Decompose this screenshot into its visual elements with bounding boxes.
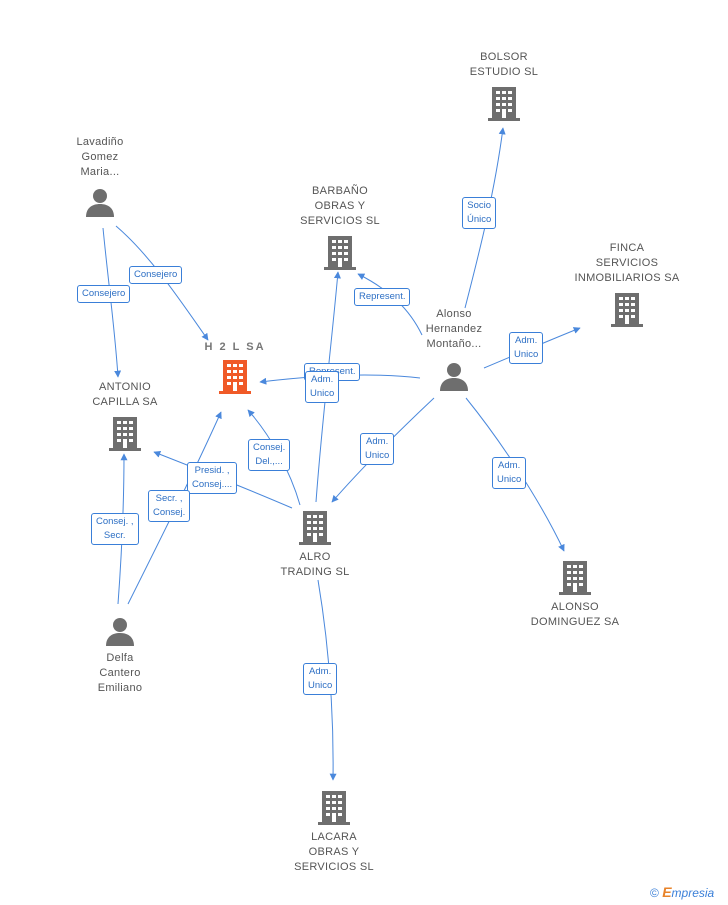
building-icon [299,511,331,545]
node-alro[interactable]: ALRO TRADING SL [270,510,360,580]
node-label: BARBAÑO OBRAS Y SERVICIOS SL [300,185,380,227]
edge-label-consejero[interactable]: Consejero [129,266,183,284]
edge-label-adm-unico[interactable]: Adm. Unico [303,663,338,695]
edge-label-adm-unico[interactable]: Adm. Unico [492,457,527,489]
brand-initial: E [662,884,672,900]
building-icon [488,87,520,121]
edge-label-represent[interactable]: Represent. [354,288,411,306]
building-icon [324,236,356,270]
node-label: Alonso Hernandez Montaño... [425,308,483,350]
edge-label-consejero[interactable]: Consejero [77,285,131,303]
node-bolsor[interactable]: BOLSOR ESTUDIO SL [454,50,554,122]
copyright-icon: © [650,886,659,900]
edge-label-adm-unico[interactable]: Adm. Unico [509,332,544,364]
node-label: Delfa Cantero Emiliano [97,652,143,694]
edge-label-socio-unico[interactable]: Socio Único [462,197,497,229]
person-icon [440,363,468,391]
edge-lavadino-antonio [102,227,122,378]
node-alonso-dominguez[interactable]: ALONSO DOMINGUEZ SA [520,560,630,630]
building-icon [611,293,643,327]
edge-label-consej-del[interactable]: Consej. Del.,... [248,439,291,471]
person-icon [86,189,114,217]
edge-label-consej-secr[interactable]: Consej. , Secr. [91,513,139,545]
node-delfa[interactable]: Delfa Cantero Emiliano [78,617,162,696]
building-icon [318,791,350,825]
node-label: LACARA OBRAS Y SERVICIOS SL [294,831,374,873]
node-barbano[interactable]: BARBAÑO OBRAS Y SERVICIOS SL [285,184,395,271]
building-icon [219,360,251,394]
edge-label-presid-consej[interactable]: Presid. , Consej.... [187,462,238,494]
node-label: H 2 L SA [204,341,266,353]
node-label: ANTONIO CAPILLA SA [92,381,158,408]
node-h2lsa[interactable]: H 2 L SA [193,340,277,395]
node-finca[interactable]: FINCA SERVICIOS INMOBILIARIOS SA [566,241,688,328]
node-antonio[interactable]: ANTONIO CAPILLA SA [80,380,170,452]
edge-label-adm-unico[interactable]: Adm. Unico [360,433,395,465]
building-icon [559,561,591,595]
person-icon [106,618,134,646]
empresia-logo[interactable]: © Empresia [650,884,714,900]
node-label: FINCA SERVICIOS INMOBILIARIOS SA [574,242,680,284]
edge-label-adm-unico[interactable]: Adm. Unico [305,371,340,403]
edge-label-secr-consej[interactable]: Secr. , Consej. [148,490,191,522]
node-label: Lavadiño Gomez Maria... [76,136,124,178]
node-alonso-hernandez[interactable]: Alonso Hernandez Montaño... [412,307,496,392]
node-lavadino[interactable]: Lavadiño Gomez Maria... [58,135,142,218]
node-label: ALRO TRADING SL [280,551,350,578]
building-icon [109,417,141,451]
node-label: BOLSOR ESTUDIO SL [469,51,539,78]
node-label: ALONSO DOMINGUEZ SA [530,601,620,628]
brand-name: mpresia [671,886,715,900]
node-lacara[interactable]: LACARA OBRAS Y SERVICIOS SL [280,790,388,875]
